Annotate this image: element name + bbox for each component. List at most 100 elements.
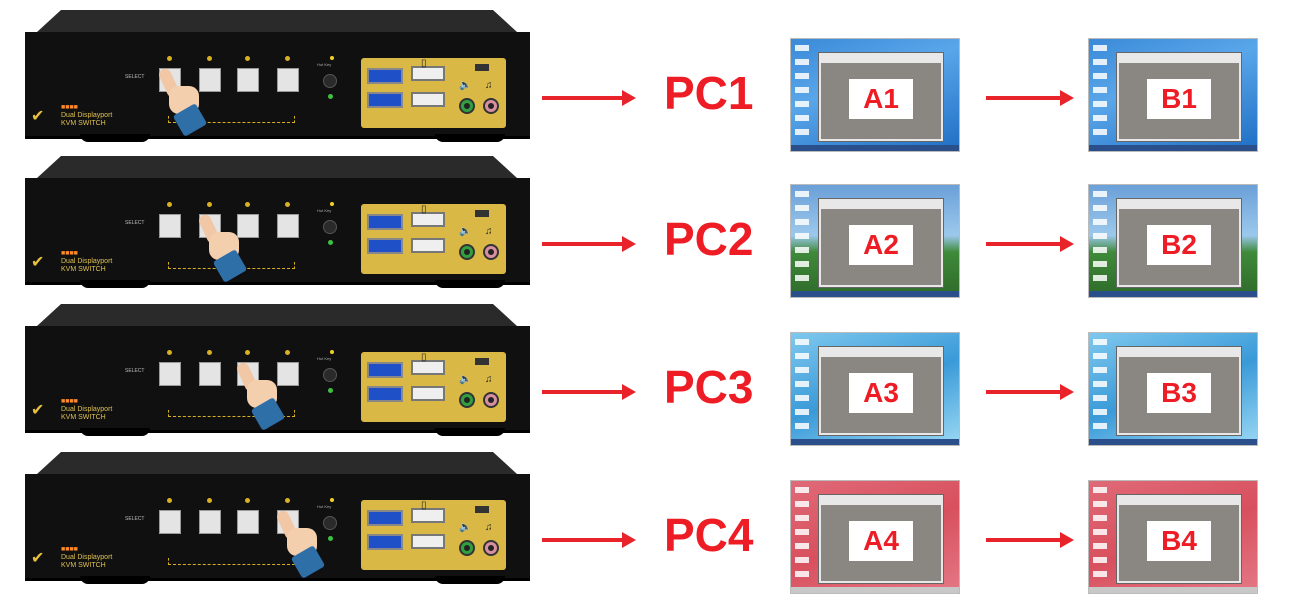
brand-text: ■■■■ Dual Displayport KVM SWITCH	[61, 250, 113, 273]
window: B2	[1117, 199, 1241, 287]
arrow-to-pc	[542, 90, 636, 106]
brand-logo-icon: ✔	[31, 550, 45, 567]
device-front-panel: ✔ ■■■■ Dual Displayport KVM SWITCH SELEC…	[25, 178, 530, 285]
port-button-4[interactable]	[277, 362, 299, 386]
kvm-switch-device: ✔ ■■■■ Dual Displayport KVM SWITCH SELEC…	[25, 10, 530, 142]
pc-label: PC3	[664, 361, 754, 413]
window: A4	[819, 495, 943, 583]
port-button-3[interactable]	[237, 68, 259, 92]
mic-in-jack	[483, 98, 499, 114]
device-front-panel: ✔ ■■■■ Dual Displayport KVM SWITCH SELEC…	[25, 32, 530, 139]
switch-row-4: ✔ ■■■■ Dual Displayport KVM SWITCH SELEC…	[0, 446, 1290, 596]
port-button-1[interactable]	[159, 214, 181, 238]
arrow-to-monitor-b	[986, 236, 1074, 252]
port-group-line	[168, 410, 295, 417]
switch-row-1: ✔ ■■■■ Dual Displayport KVM SWITCH SELEC…	[0, 4, 1290, 154]
brand-logo-icon: ✔	[31, 254, 45, 271]
mouse-icon: ▯	[421, 58, 427, 69]
usb3-port-1	[367, 68, 403, 84]
window: A1	[819, 53, 943, 141]
power-led	[328, 240, 333, 245]
desktop-icons	[1093, 191, 1107, 281]
device-foot	[80, 280, 150, 288]
arrow-to-monitor-b	[986, 384, 1074, 400]
pointing-hand-icon	[197, 212, 248, 283]
taskbar	[791, 291, 959, 297]
mic-in-jack	[483, 392, 499, 408]
device-top	[37, 156, 517, 178]
usb2-port-2	[411, 238, 445, 253]
port-button-2[interactable]	[199, 68, 221, 92]
port-button-4[interactable]	[277, 68, 299, 92]
port-button-3[interactable]	[237, 510, 259, 534]
port-led-3	[245, 350, 250, 355]
hotkey-button[interactable]	[323, 74, 337, 88]
pc-label: PC4	[664, 509, 754, 561]
desktop-icons	[795, 487, 809, 577]
speaker-icon: 🔈	[459, 522, 472, 533]
brand-logo-icon: ✔	[31, 108, 45, 125]
port-button-2[interactable]	[199, 510, 221, 534]
microphone-icon: ♫	[485, 522, 493, 533]
device-foot	[435, 134, 505, 142]
port-led-2	[207, 498, 212, 503]
brand-line-2: KVM SWITCH	[61, 414, 106, 421]
power-led	[328, 94, 333, 99]
port-led-3	[245, 56, 250, 61]
port-tag	[475, 64, 489, 71]
taskbar	[1089, 291, 1257, 297]
port-button-4[interactable]	[277, 214, 299, 238]
monitor-b-label: B1	[1147, 78, 1211, 119]
arrow-to-pc	[542, 384, 636, 400]
power-led	[328, 388, 333, 393]
taskbar	[791, 439, 959, 445]
usb3-port-2	[367, 92, 403, 108]
port-button-1[interactable]	[159, 362, 181, 386]
usb3-port-2	[367, 386, 403, 402]
hotkey-led	[330, 202, 334, 206]
pc-label: PC2	[664, 213, 754, 265]
usb3-port-2	[367, 534, 403, 550]
io-panel: ▯ 🔈 ♫	[361, 500, 506, 570]
monitor-b-label: B3	[1147, 372, 1211, 413]
speaker-icon: 🔈	[459, 226, 472, 237]
hotkey-button[interactable]	[323, 516, 337, 530]
port-button-3[interactable]	[237, 214, 259, 238]
speaker-icon: 🔈	[459, 80, 472, 91]
hotkey-label: Hot Key	[317, 62, 332, 67]
usb3-port-2	[367, 238, 403, 254]
port-led-2	[207, 350, 212, 355]
hotkey-label: Hot Key	[317, 356, 332, 361]
speaker-icon: 🔈	[459, 374, 472, 385]
hotkey-button[interactable]	[323, 220, 337, 234]
device-foot	[435, 428, 505, 436]
device-top	[37, 304, 517, 326]
audio-out-jack	[459, 98, 475, 114]
device-foot	[80, 576, 150, 584]
desktop-icons	[1093, 339, 1107, 429]
hotkey-button[interactable]	[323, 368, 337, 382]
port-button-2[interactable]	[199, 362, 221, 386]
switch-row-3: ✔ ■■■■ Dual Displayport KVM SWITCH SELEC…	[0, 298, 1290, 448]
monitor-a-label: A3	[849, 372, 913, 413]
usb3-port-1	[367, 510, 403, 526]
window: B4	[1117, 495, 1241, 583]
desktop-icons	[795, 191, 809, 281]
audio-out-jack	[459, 392, 475, 408]
taskbar	[1089, 587, 1257, 593]
device-front-panel: ✔ ■■■■ Dual Displayport KVM SWITCH SELEC…	[25, 474, 530, 581]
port-led-4	[285, 350, 290, 355]
port-led-3	[245, 498, 250, 503]
pointing-hand-icon	[157, 66, 208, 137]
port-button-1[interactable]	[159, 510, 181, 534]
pc-label: PC1	[664, 67, 754, 119]
kvm-switch-device: ✔ ■■■■ Dual Displayport KVM SWITCH SELEC…	[25, 452, 530, 584]
switch-row-2: ✔ ■■■■ Dual Displayport KVM SWITCH SELEC…	[0, 150, 1290, 300]
desktop-icons	[795, 45, 809, 135]
monitor-a-label: A4	[849, 520, 913, 561]
monitor-b-screen: B3	[1088, 332, 1258, 446]
pointing-hand-icon	[275, 508, 326, 579]
brand-text: ■■■■ Dual Displayport KVM SWITCH	[61, 398, 113, 421]
usb2-port-2	[411, 386, 445, 401]
desktop-icons	[1093, 487, 1107, 577]
